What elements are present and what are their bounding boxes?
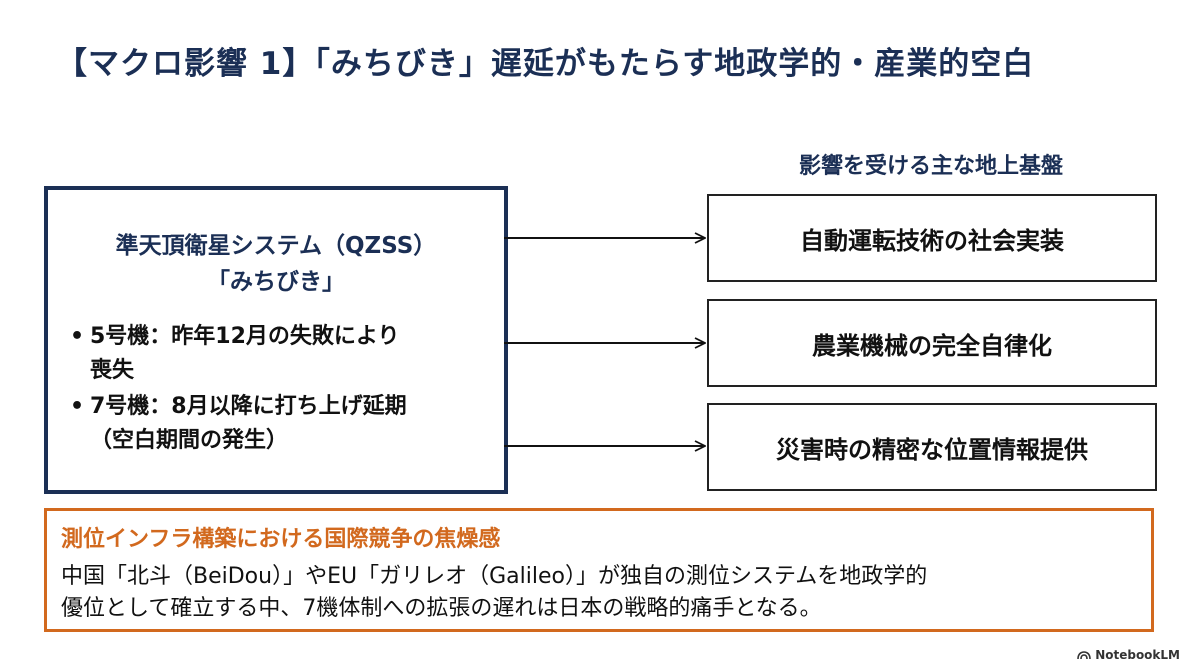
source-title-line1: 準天頂衛星システム（QZSS）: [115, 233, 437, 259]
page-title: 【マクロ影響 1】「みちびき」遅延がもたらす地政学的・産業的空白: [56, 46, 1035, 82]
bullet-item: • 5号機：昨年12月の失敗により 喪失: [70, 320, 500, 388]
watermark-text: NotebookLM: [1095, 648, 1180, 662]
source-box: 準天頂衛星システム（QZSS） 「みちびき」 • 5号機：昨年12月の失敗により…: [44, 186, 508, 494]
bullet-line: 7号機：8月以降に打ち上げ延期: [90, 394, 407, 419]
bullet-line: 喪失: [90, 358, 135, 383]
callout-body-line: 優位として確立する中、7機体制への拡張の遅れは日本の戦略的痛手となる。: [61, 596, 822, 621]
notebooklm-logo-icon: [1077, 650, 1091, 659]
bullet-item: • 7号機：8月以降に打ち上げ延期 （空白期間の発生）: [70, 390, 500, 458]
source-title: 準天頂衛星システム（QZSS） 「みちびき」: [48, 228, 504, 300]
bullet-dot: •: [70, 324, 85, 349]
bullet-line: 5号機：昨年12月の失敗により: [90, 324, 400, 349]
notebooklm-watermark: NotebookLM: [1077, 648, 1180, 662]
bullet-list: • 5号機：昨年12月の失敗により 喪失 • 7号機：8月以降に打ち上げ延期 （…: [70, 320, 500, 460]
bullet-line: （空白期間の発生）: [90, 428, 289, 453]
callout-title: 測位インフラ構築における国際競争の焦燥感: [61, 527, 501, 552]
target-box-autonomous-driving: 自動運転技術の社会実装: [707, 194, 1157, 282]
bullet-dot: •: [70, 394, 85, 419]
targets-heading: 影響を受ける主な地上基盤: [798, 154, 1063, 179]
callout-body-line: 中国「北斗（BeiDou）」やEU「ガリレオ（Galileo）」が独自の測位シス…: [61, 564, 928, 589]
callout-box: 測位インフラ構築における国際競争の焦燥感 中国「北斗（BeiDou）」やEU「ガ…: [44, 508, 1154, 632]
target-box-disaster-positioning: 災害時の精密な位置情報提供: [707, 403, 1157, 491]
source-title-line2: 「みちびき」: [207, 269, 345, 295]
callout-body: 中国「北斗（BeiDou）」やEU「ガリレオ（Galileo）」が独自の測位シス…: [61, 561, 1141, 625]
target-box-agricultural-machinery: 農業機械の完全自律化: [707, 299, 1157, 387]
